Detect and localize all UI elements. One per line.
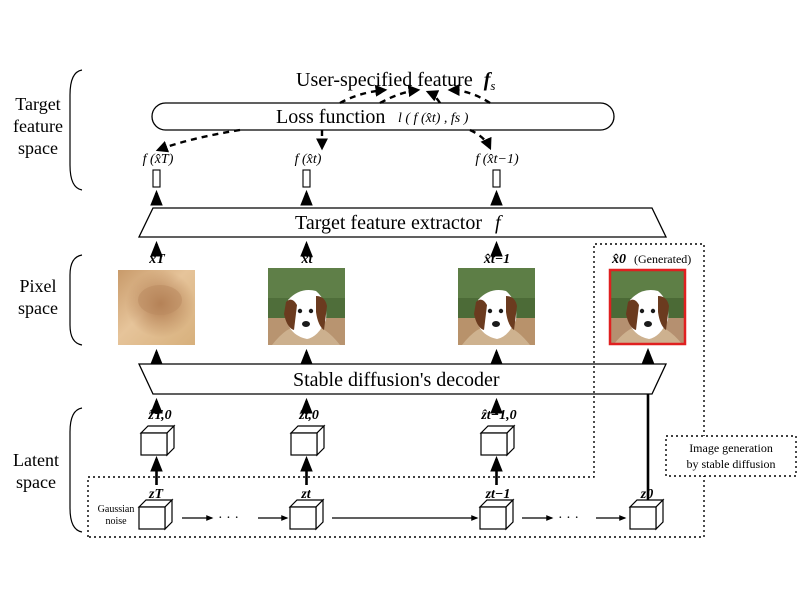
feature-label: f (x̂t) [295, 152, 322, 167]
feature-t-minus-1: f (x̂t−1) [475, 152, 519, 206]
latent-cube [478, 498, 515, 531]
feature-t: f (x̂t) [295, 152, 322, 206]
generated-label: (Generated) [634, 252, 691, 266]
region-label-line: Target [15, 94, 60, 114]
extractor-label: Target feature extractor f [295, 212, 503, 234]
image-generation-note-box [665, 435, 797, 477]
region-latent-space: Latent space [13, 407, 83, 533]
feature-label: f (x̂T) [143, 152, 174, 167]
image-x-T-blurry [118, 270, 195, 345]
latent-decoded-cube [139, 424, 176, 457]
latent-label-t: zt [300, 487, 311, 502]
latent-decoded-cube [289, 424, 326, 457]
latent-cube [137, 498, 174, 531]
ellipsis: · · · [218, 511, 239, 526]
latent-decoded-label-t: ẑt,0 [298, 408, 319, 423]
dashed-arrow [425, 90, 442, 104]
target-feature-extractor-box [137, 207, 668, 238]
loss-function-label: Loss function [276, 106, 385, 128]
latent-label-T: zT [148, 487, 164, 502]
region-label-line: Latent [13, 450, 59, 470]
image-x-t-minus-1-dog [458, 268, 535, 345]
stable-diffusion-decoder-box [137, 363, 668, 395]
noise-label-line: noise [105, 516, 127, 527]
loss-function-box [151, 102, 615, 131]
region-label-line: Pixel [19, 276, 56, 296]
feature-vector [492, 169, 501, 188]
latent-decoded-label-T: ẑT,0 [147, 408, 171, 423]
dashed-arrow [155, 128, 241, 153]
generated-image-border [608, 268, 687, 346]
dashed-arrow [469, 128, 492, 151]
region-label-line: space [18, 138, 58, 158]
region-pixel-space: Pixel space [18, 254, 83, 346]
noise-label-line: Gaussian [98, 504, 135, 515]
decoder-label: Stable diffusion's decoder [293, 369, 500, 391]
region-label-line: space [16, 472, 56, 492]
latent-cube [288, 498, 325, 531]
user-feature-label: User-specified feature fs [296, 69, 495, 93]
pixel-label-t-minus-1: x̂t−1 [483, 252, 510, 267]
feature-vector [152, 169, 161, 188]
image-generation-note-line: by stable diffusion [686, 457, 775, 471]
latent-decoded-label-t-minus-1: ẑt−1,0 [480, 408, 516, 423]
dashed-arrow [447, 84, 491, 105]
user-specified-feature: User-specified feature fs [296, 69, 495, 93]
image-x-0-generated [608, 268, 687, 346]
dashed-arrow [379, 85, 421, 105]
brace [69, 254, 83, 346]
loss-function-formula: l ( f (x̂t) , fs ) [398, 111, 469, 126]
feature-vector [302, 169, 311, 188]
latent-label-t-minus-1: zt−1 [485, 487, 511, 502]
region-label-line: space [18, 298, 58, 318]
brace [69, 69, 83, 191]
latent-cube [628, 498, 665, 531]
dashed-arrow [339, 84, 388, 105]
feature-label: f (x̂t−1) [475, 152, 519, 167]
image-x-t-dog [268, 268, 345, 345]
region-label-line: feature [13, 116, 63, 136]
brace [69, 407, 83, 533]
latent-decoded-cube [479, 424, 516, 457]
pixel-label-0: x̂0 [611, 252, 626, 267]
image-generation-boundary [87, 243, 705, 538]
image-generation-note-line: Image generation [689, 441, 773, 455]
region-target-feature-space: Target feature space [13, 69, 83, 191]
latent-label-0: z0 [640, 487, 653, 502]
pixel-label-T: x̂T [148, 252, 166, 267]
ellipsis: · · · [558, 511, 579, 526]
feature-T: f (x̂T) [143, 152, 174, 206]
pixel-label-t: x̂t [301, 252, 314, 267]
